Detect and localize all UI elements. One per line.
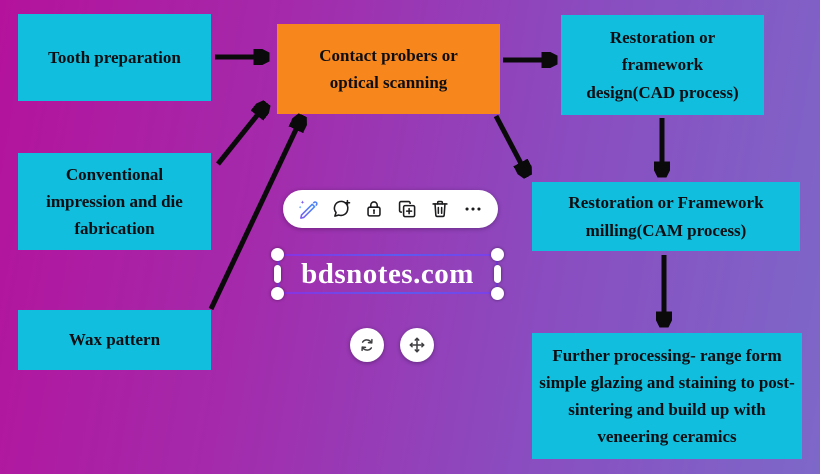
lock-button[interactable] [362, 197, 386, 221]
rotate-button[interactable] [350, 328, 384, 362]
flowchart-node-wax-pattern[interactable]: Wax pattern [18, 310, 211, 370]
add-comment-button[interactable] [329, 197, 353, 221]
selection-border-top [278, 254, 497, 256]
duplicate-button[interactable] [395, 197, 419, 221]
flowchart-node-further-processing[interactable]: Further processing- range form simple gl… [532, 333, 802, 459]
magic-edit-button[interactable] [296, 197, 320, 221]
resize-handle-top-right[interactable] [491, 248, 504, 261]
move-icon [409, 337, 425, 353]
selection-border-bottom [278, 292, 497, 294]
resize-handle-right[interactable] [494, 265, 501, 283]
more-icon [465, 207, 481, 211]
selected-text-element[interactable]: bdsnotes.com [271, 248, 504, 300]
flowchart-node-cad-design[interactable]: Restoration or framework design(CAD proc… [561, 15, 764, 115]
duplicate-icon [398, 200, 416, 218]
resize-handle-bottom-left[interactable] [271, 287, 284, 300]
floating-toolbar [283, 190, 498, 228]
lock-icon [367, 201, 381, 217]
resize-handle-top-left[interactable] [271, 248, 284, 261]
rotate-icon [361, 338, 373, 352]
node-label: Conventional impression and die fabricat… [46, 164, 183, 239]
node-label: Further processing- range form simple gl… [539, 345, 795, 447]
add-comment-icon [333, 199, 351, 217]
node-label: Restoration or framework design(CAD proc… [586, 28, 739, 102]
node-label: Wax pattern [68, 330, 161, 350]
more-button[interactable] [461, 197, 485, 221]
move-button[interactable] [400, 328, 434, 362]
arrow-contact-to-cam[interactable] [493, 114, 525, 171]
trash-icon [432, 200, 448, 218]
flowchart-node-tooth-preparation[interactable]: Tooth preparation [18, 14, 211, 101]
resize-handle-bottom-right[interactable] [491, 287, 504, 300]
node-label: Restoration or Framework milling(CAM pro… [568, 193, 764, 240]
flowchart-node-cam-milling[interactable]: Restoration or Framework milling(CAM pro… [532, 182, 800, 251]
trash-button[interactable] [428, 197, 452, 221]
flowchart-node-conventional-impression[interactable]: Conventional impression and die fabricat… [18, 153, 211, 250]
node-label: Tooth preparation [48, 47, 181, 67]
magic-edit-icon [298, 200, 318, 219]
node-label: Contact probers or optical scanning [319, 45, 458, 92]
arrow-conventional-to-contact[interactable] [216, 108, 263, 166]
flowchart-node-contact-probers[interactable]: Contact probers or optical scanning [277, 24, 500, 114]
resize-handle-left[interactable] [274, 265, 281, 283]
selected-text[interactable]: bdsnotes.com [301, 257, 474, 290]
